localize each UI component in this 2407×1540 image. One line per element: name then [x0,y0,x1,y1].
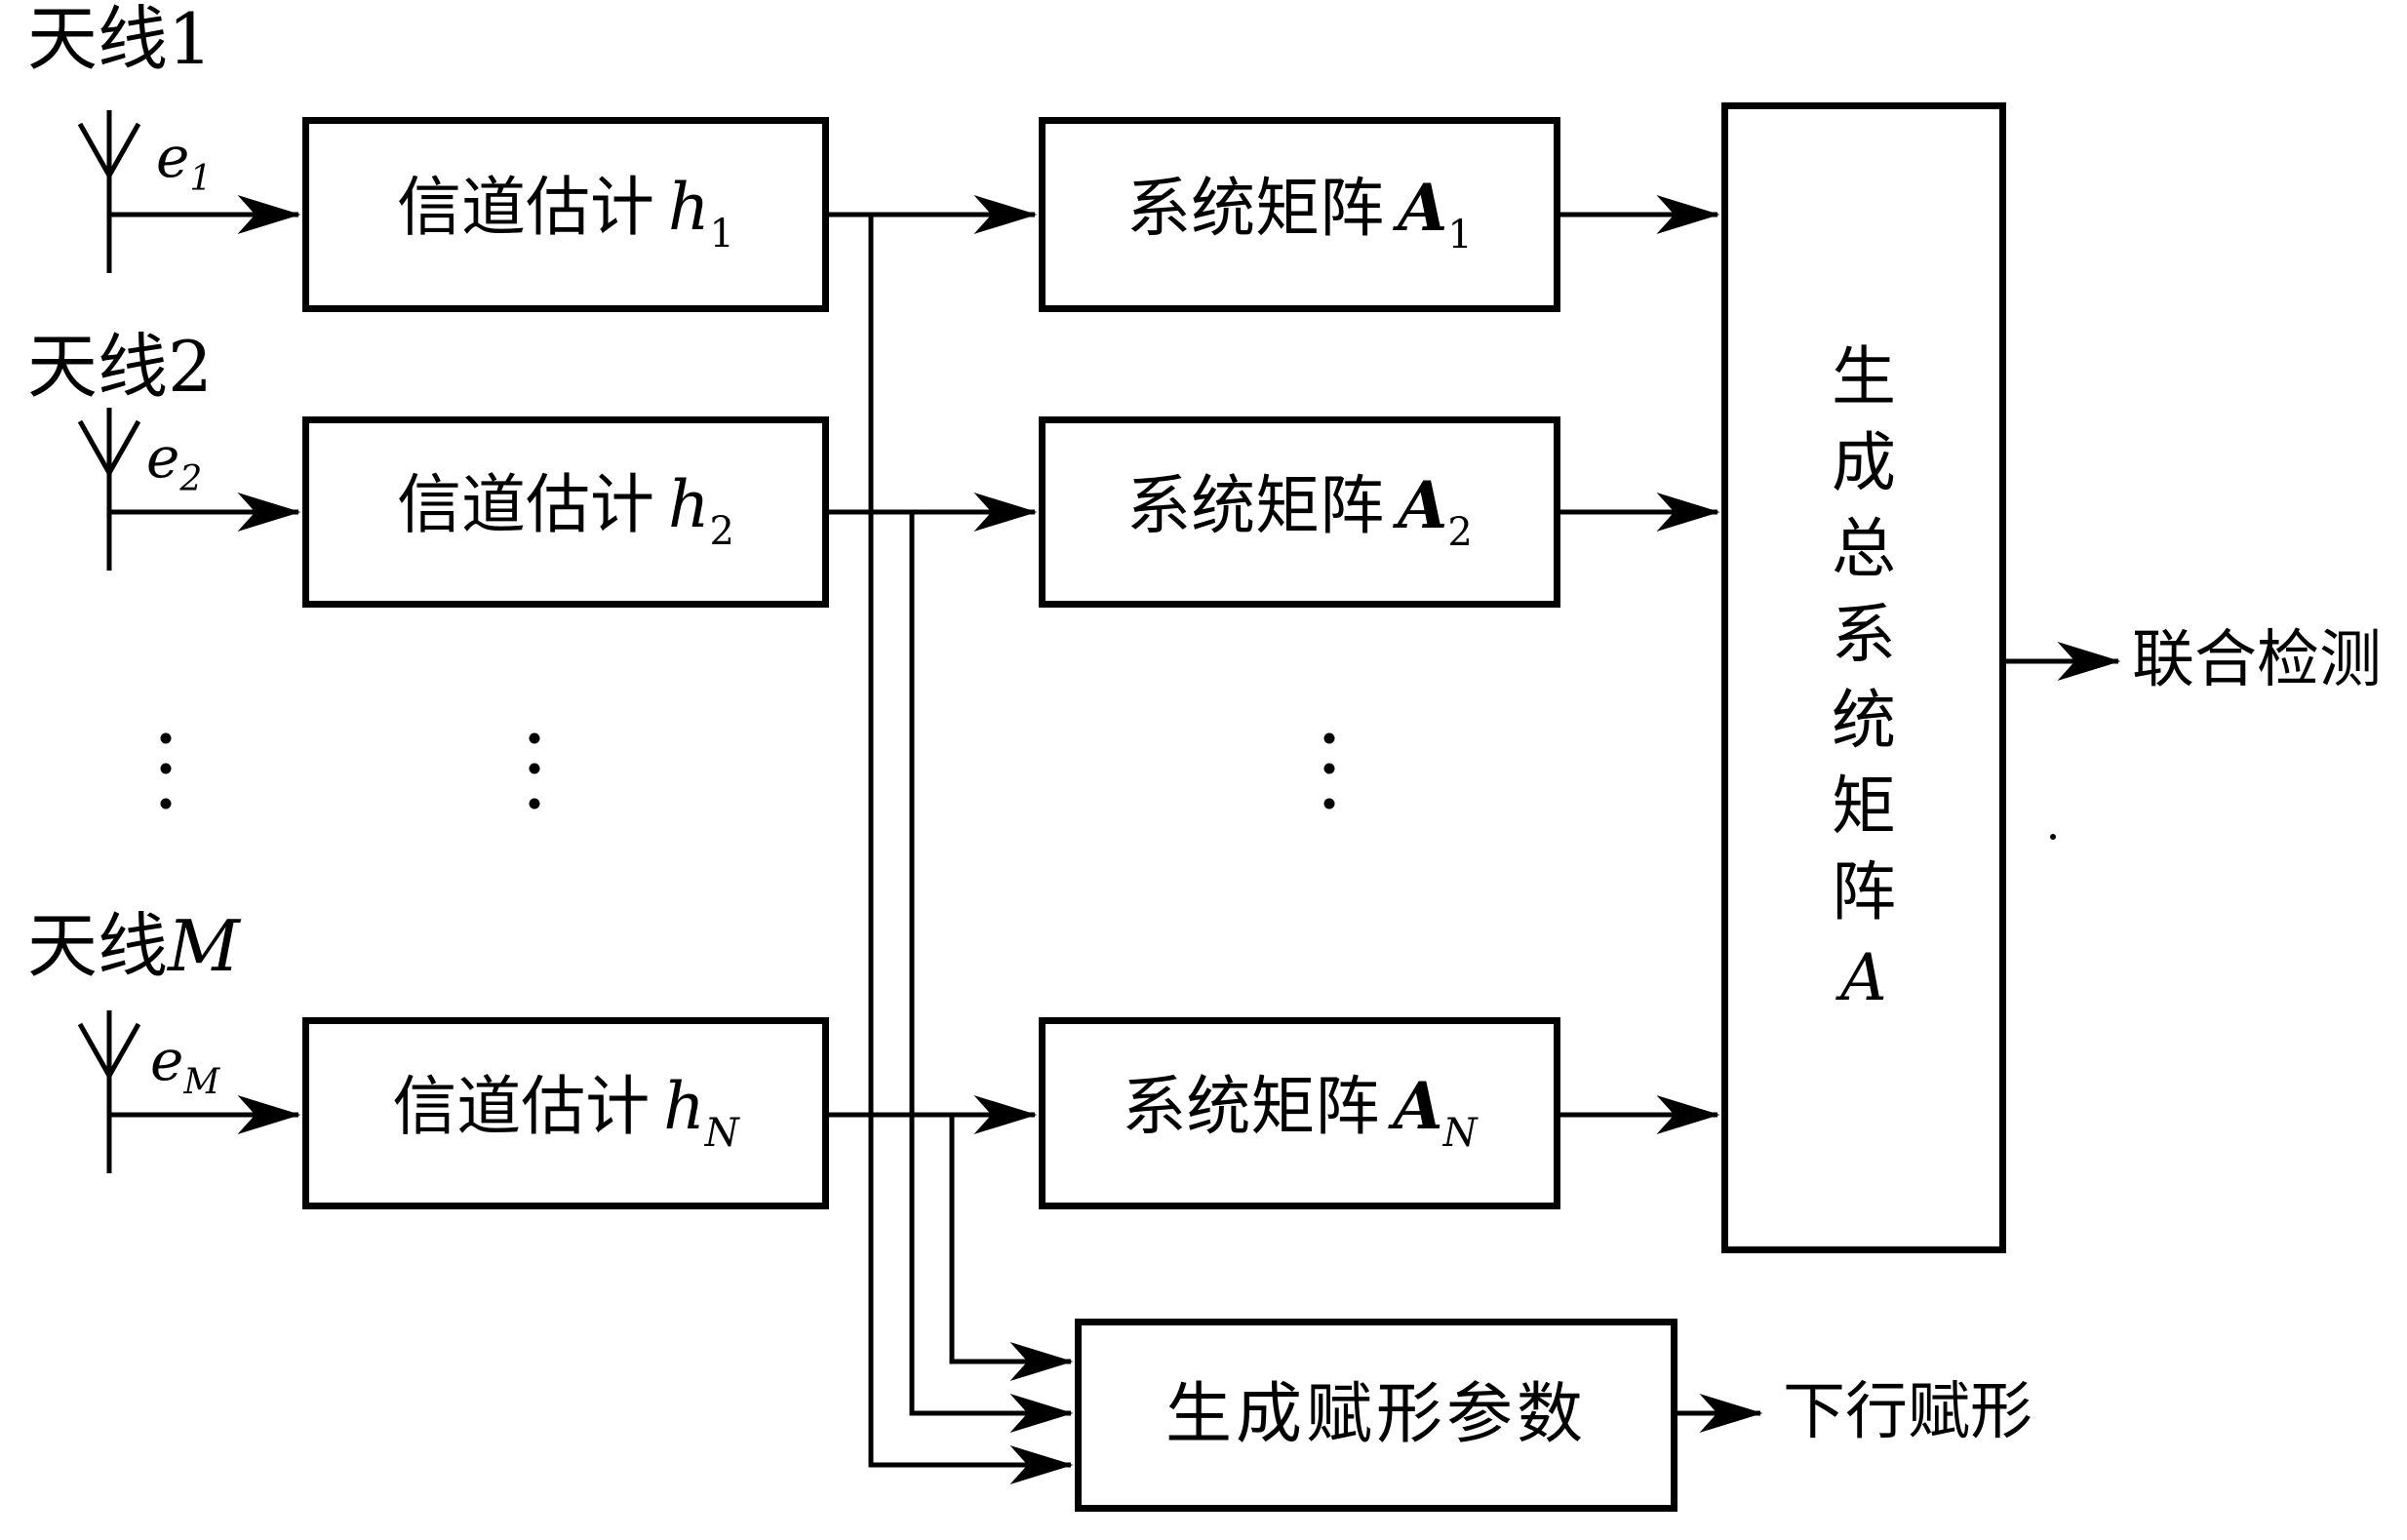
total-system-matrix-box: 生 成 总 系 统 矩 阵 A [1721,102,2006,1253]
total-label-char-3: 总 [1832,511,1896,586]
antenna-m-label: 天线M [27,911,240,981]
beamform-parameter-box-label: 生成赋形参数 [1164,1376,1587,1453]
signal-em-subvar: M [183,1062,220,1102]
antenna-1-label-num: 1 [168,0,213,80]
ellipsis-matrix-column [1323,732,1335,809]
antenna-m-label-cjk: 天线 [27,905,169,987]
antenna-2-icon [77,408,141,571]
antenna-m-icon [77,1010,141,1173]
signal-em-label: eM [150,1032,219,1100]
signal-e2-label: e2 [146,429,202,497]
total-label-char-2: 成 [1832,425,1896,500]
signal-e2-var: e [146,424,180,491]
antenna-2-arms [77,419,141,479]
signal-e1-var: e [156,124,190,190]
downlink-beamforming-label: 下行赋形 [1783,1376,2032,1448]
antenna-2-label-num: 2 [168,326,213,408]
signal-e2-sub: 2 [179,459,203,499]
total-label-var: A [1840,940,1887,1015]
wire-channeln-branch-to-beamform [949,1115,1074,1381]
antenna-m-arms [77,1022,141,1082]
signal-e1-sub: 1 [189,159,213,199]
total-label-char-5: 统 [1832,683,1896,758]
joint-detection-label: 联合检测 [2132,624,2382,696]
antenna-2-label: 天线2 [27,332,213,402]
signal-em-var: e [150,1027,184,1093]
wire-channel1-branch-to-beamform [868,215,1074,1484]
total-label-char-1: 生 [1832,339,1896,415]
total-label-char-7: 阵 [1832,854,1896,929]
antenna-1-label: 天线1 [27,4,213,74]
ellipsis-antenna-column [160,732,172,809]
stray-dot [2050,834,2056,840]
beamform-parameter-box: 生成赋形参数 [1075,1319,1677,1512]
antenna-1-label-cjk: 天线 [27,0,169,80]
antenna-2-label-cjk: 天线 [27,326,169,408]
total-system-matrix-box-label: 生 成 总 系 统 矩 阵 A [1832,335,1896,1021]
signal-e1-label: e1 [156,129,212,197]
total-label-char-6: 矩 [1832,769,1896,844]
wire-channel2-branch-to-beamform [909,512,1074,1433]
total-label-char-4: 系 [1832,597,1896,672]
antenna-1-arms [77,122,141,181]
antenna-m-label-var: M [168,905,240,987]
antenna-1-icon [77,110,141,273]
ellipsis-channel-column [529,732,540,809]
